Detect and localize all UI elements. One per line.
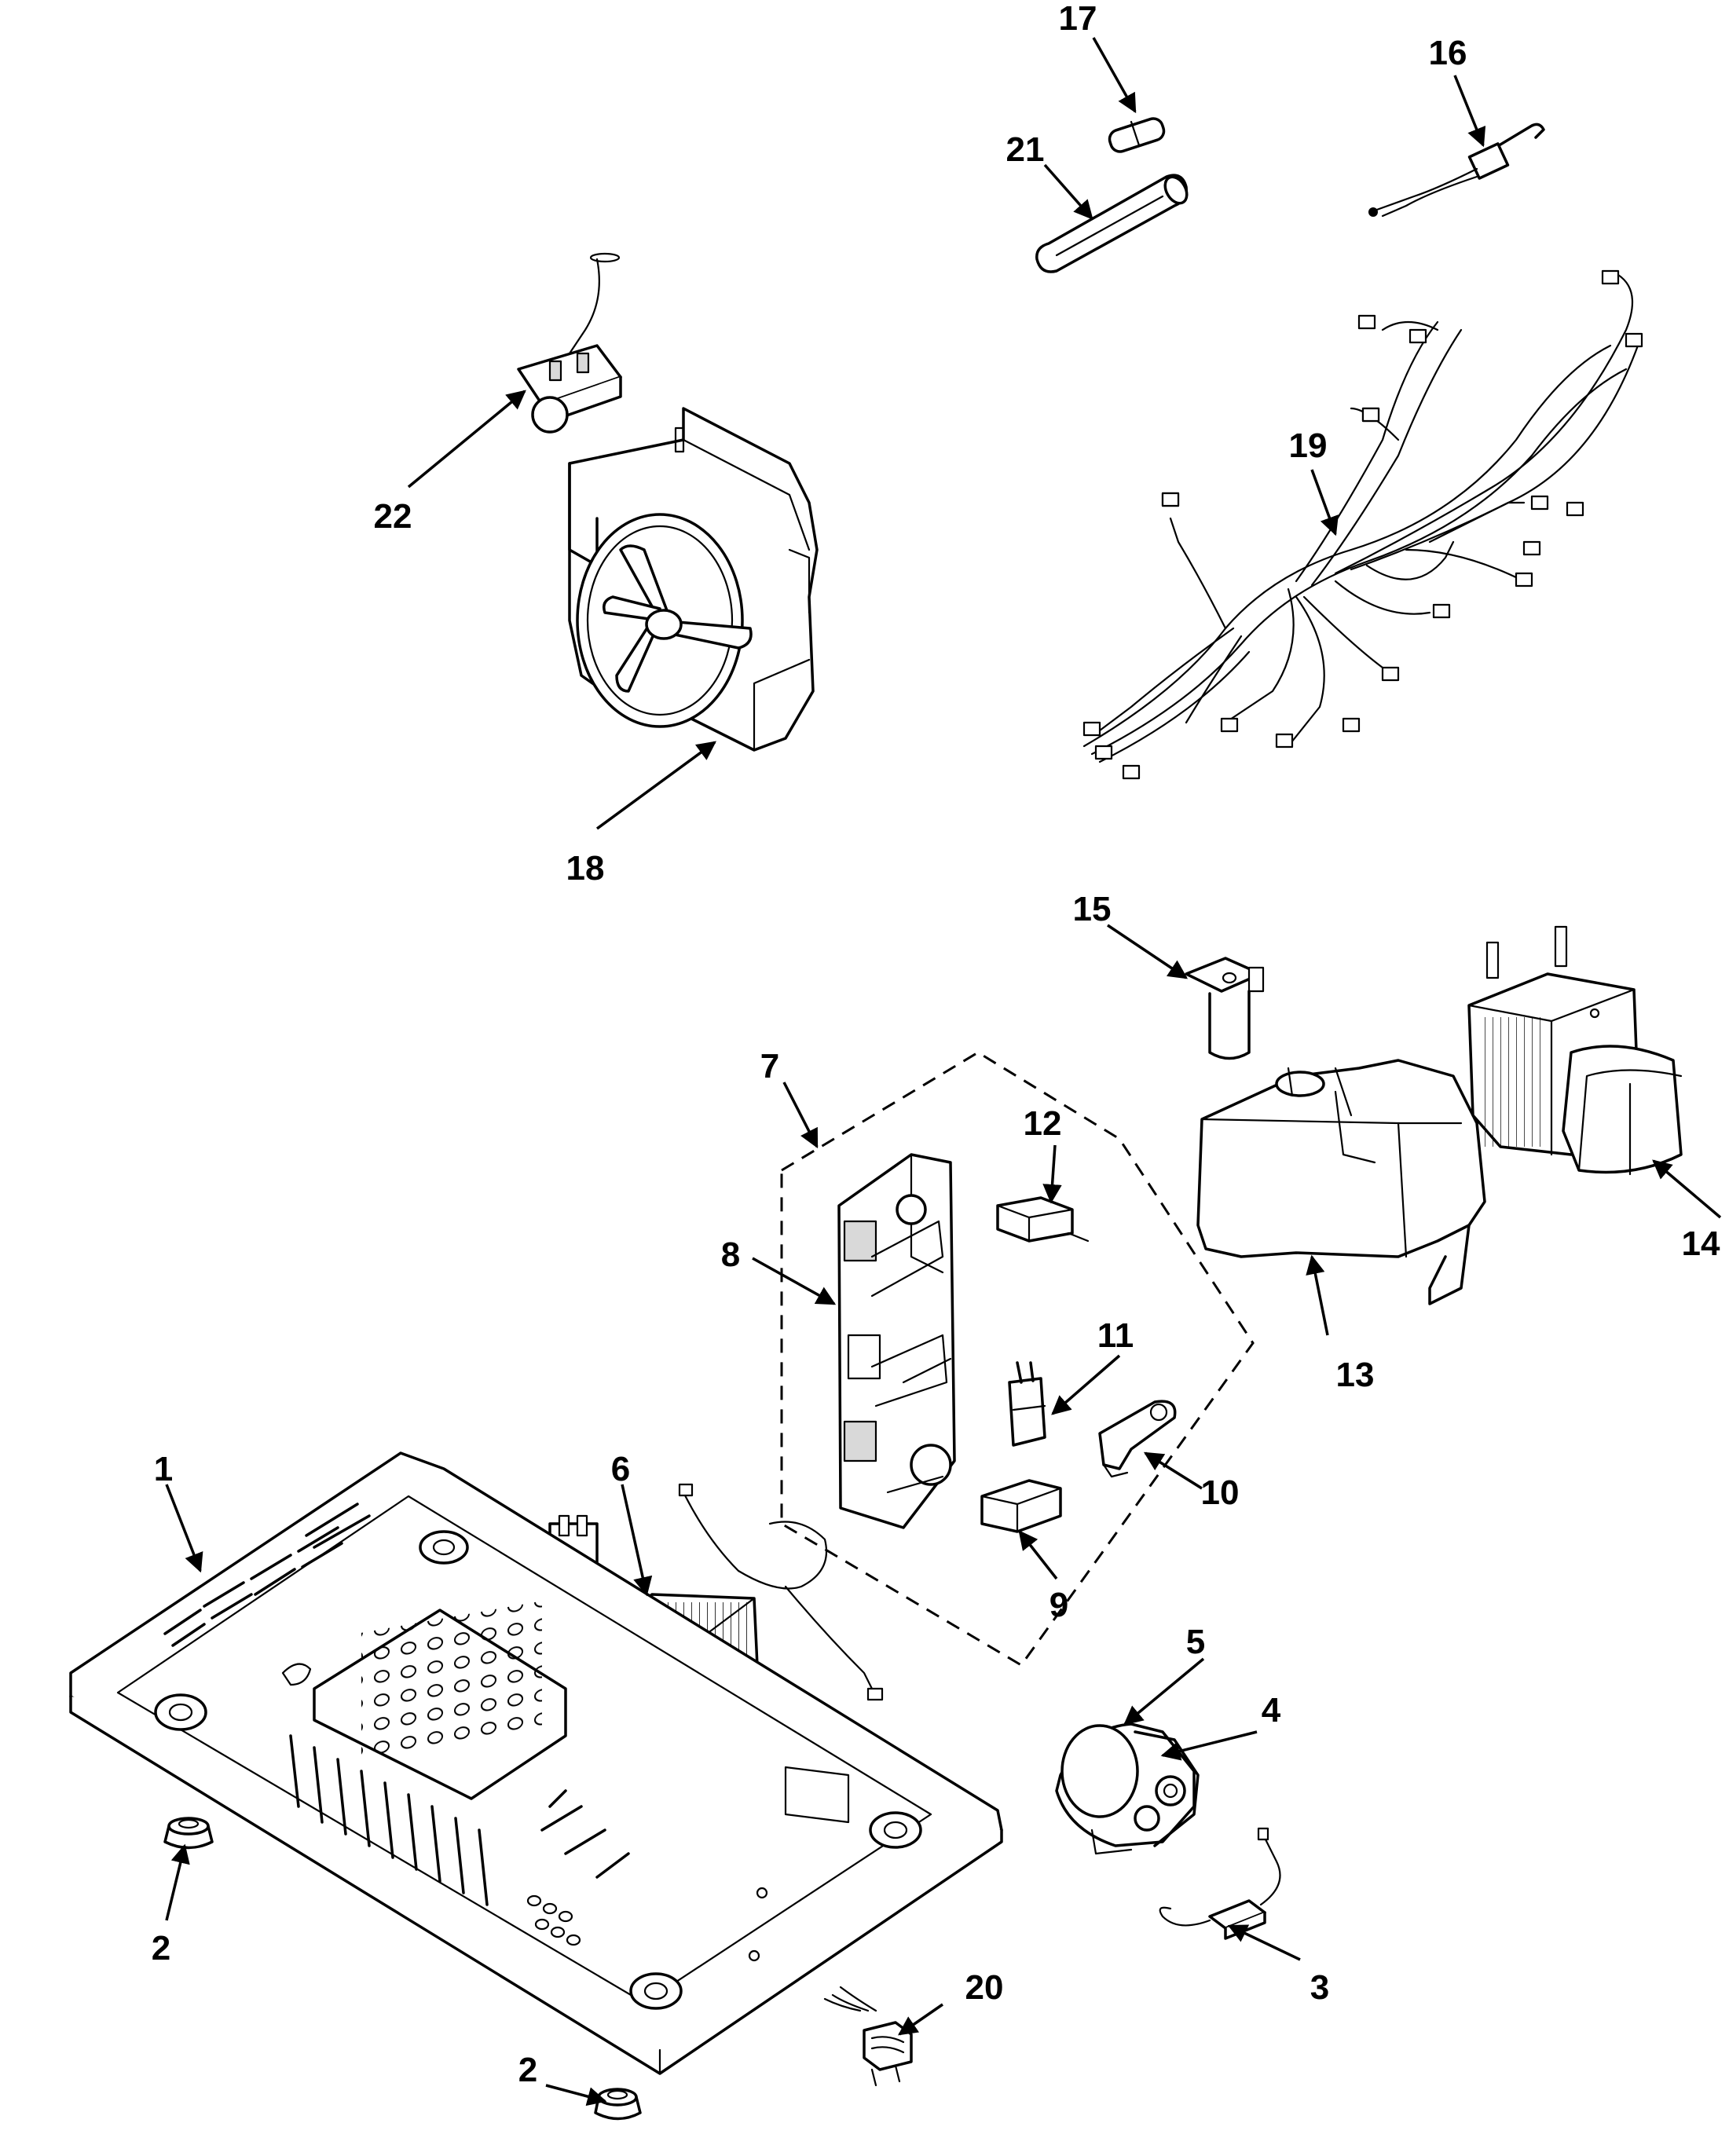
callout-11: 11 [1097,1316,1134,1355]
callout-18: 18 [566,849,605,888]
latch-board-part [837,1153,956,1529]
callout-15: 15 [1073,890,1112,928]
callout-9: 9 [1049,1586,1068,1624]
callout-19: 19 [1289,426,1328,465]
callout-4: 4 [1262,1691,1281,1730]
air-duct-part [1196,1059,1486,1305]
callout-12: 12 [1024,1104,1062,1143]
thermal-cutout-part [1368,123,1545,218]
callout-16: 16 [1429,34,1467,72]
fan-motor-assembly [568,407,819,752]
foot-part-a [163,1817,214,1850]
hv-capacitor-part [1055,1722,1200,1855]
callout-labels: 17 21 16 22 19 18 15 7 12 8 14 11 13 1 6… [152,0,1720,2089]
thermostat-part [1185,957,1265,1060]
latch-assembly-group-outline [780,1051,1255,1667]
callout-2a: 2 [152,1929,170,1967]
callout-17: 17 [1059,0,1097,38]
callout-14: 14 [1682,1224,1720,1263]
callout-5: 5 [1186,1623,1205,1661]
magnetron-part [1467,925,1683,1176]
noise-filter-part [823,1986,913,2087]
fan-switch-part [517,252,622,434]
fuse-part [1108,117,1166,153]
base-plate-part [69,1451,1003,2075]
wire-harness-part [1082,269,1643,780]
hv-diode-part [1159,1827,1281,1940]
foot-part-b [594,2088,642,2121]
micro-switch-11-part [1008,1361,1046,1447]
callout-13: 13 [1336,1356,1375,1394]
callout-22: 22 [374,497,412,536]
callout-1: 1 [154,1450,173,1488]
callout-7: 7 [760,1047,779,1085]
callout-6: 6 [611,1450,630,1488]
callout-21: 21 [1006,130,1045,169]
callout-10: 10 [1201,1473,1240,1512]
micro-switch-9-part [980,1479,1062,1533]
tube-part [1035,174,1189,273]
callout-20: 20 [965,1968,1004,2007]
callout-3: 3 [1310,1968,1329,2007]
micro-switch-12-part [996,1196,1090,1243]
callout-2b: 2 [518,2051,537,2089]
leader-lines [165,37,1722,2107]
latch-lever-part [1098,1400,1177,1478]
callout-8: 8 [721,1235,740,1274]
